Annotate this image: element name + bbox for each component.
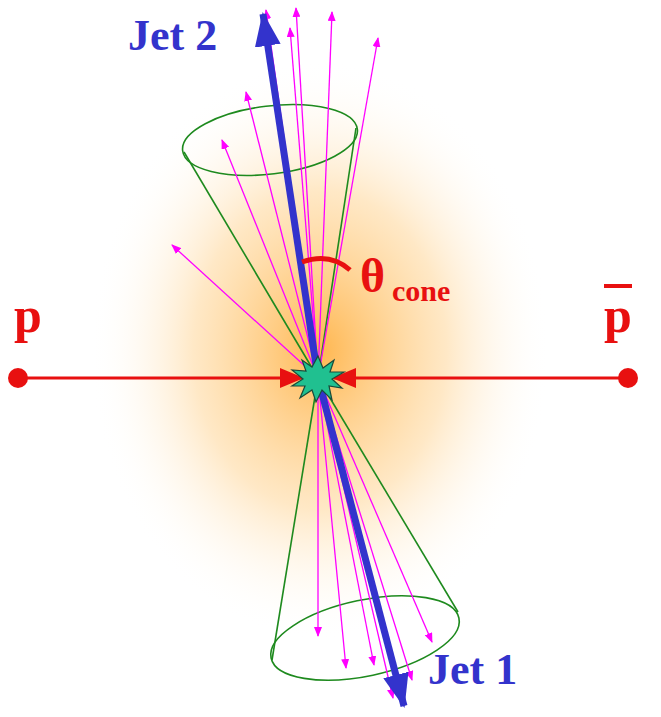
beam-arrow: [18, 377, 302, 380]
glow: [90, 60, 550, 640]
proton-label: p: [14, 290, 42, 340]
jet-label: Jet 1: [428, 648, 517, 692]
angle-symbol: θ: [360, 252, 385, 300]
jet-label: Jet 2: [128, 14, 217, 58]
antiproton-label: p: [604, 284, 632, 340]
particle-tracks: [172, 8, 432, 698]
jet-arrow: [318, 378, 404, 706]
collision-star: [292, 356, 344, 402]
jet-arrow: [263, 14, 318, 378]
angle-subscript: cone: [392, 276, 450, 306]
beam-arrow: [334, 377, 628, 380]
angle-arc: [302, 258, 350, 270]
